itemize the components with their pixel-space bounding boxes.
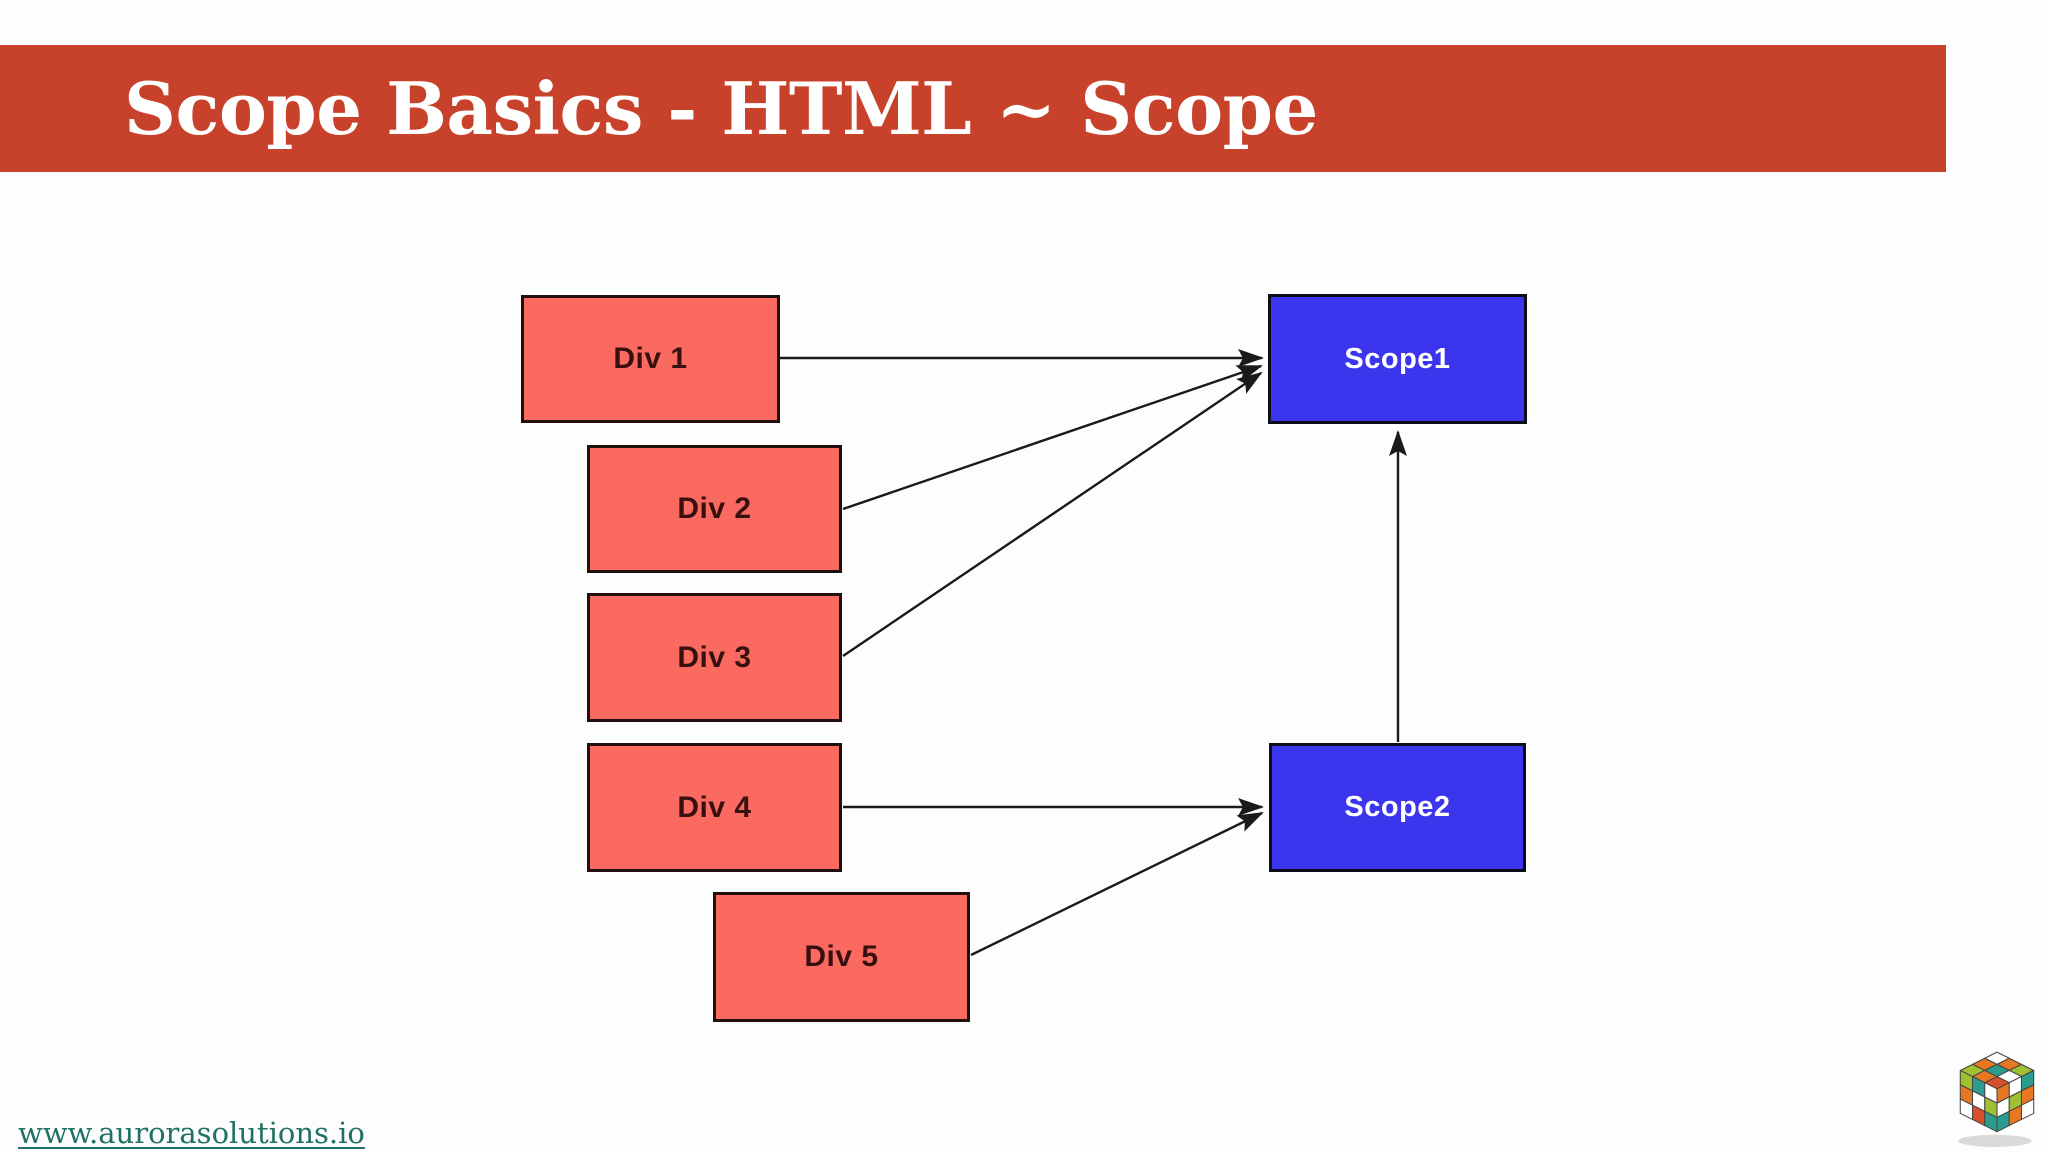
scope2-label: Scope2 (1344, 791, 1451, 823)
arrow-div5-scope2 (970, 811, 1264, 957)
website-link[interactable]: www.aurorasolutions.io (18, 1116, 365, 1150)
div5-label: Div 5 (804, 940, 879, 973)
div4-label: Div 4 (677, 790, 752, 824)
scope2-box: Scope2 (1269, 743, 1526, 872)
arrow-div2-scope1 (842, 364, 1263, 511)
div5-box: Div 5 (713, 892, 970, 1022)
title-banner: Scope Basics - HTML ~ Scope (0, 45, 1946, 172)
scope1-label: Scope1 (1344, 342, 1451, 375)
div1-label: Div 1 (613, 342, 688, 375)
div3-label: Div 3 (677, 640, 752, 674)
div2-label: Div 2 (677, 492, 752, 525)
div1-box: Div 1 (521, 295, 780, 423)
rubiks-cube-logo-icon (1958, 1051, 2035, 1147)
div2-box: Div 2 (587, 445, 842, 573)
div3-box: Div 3 (587, 593, 842, 722)
div4-box: Div 4 (587, 743, 842, 872)
scope1-box: Scope1 (1268, 294, 1527, 424)
arrow-div3-scope1 (842, 371, 1263, 657)
slide-title: Scope Basics - HTML ~ Scope (124, 66, 1318, 151)
